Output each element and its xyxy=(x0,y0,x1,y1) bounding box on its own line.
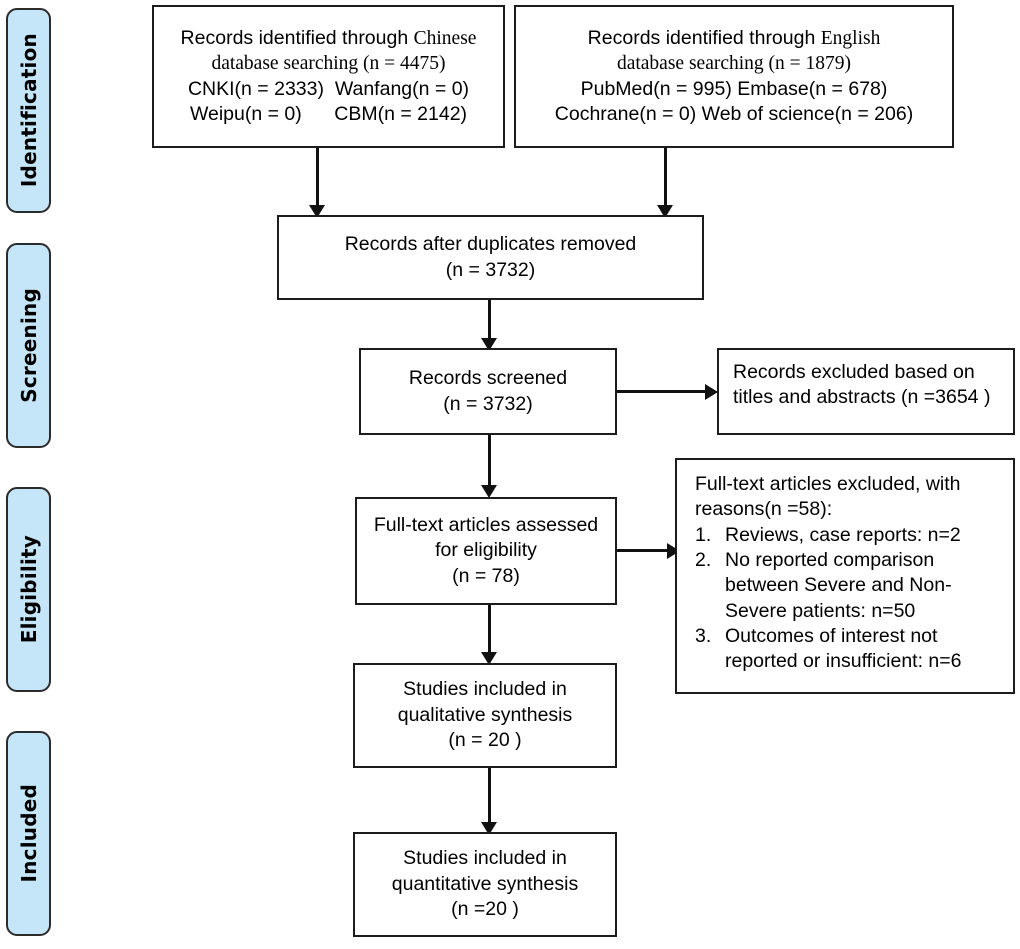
box-english-database-search: Records identified through English datab… xyxy=(514,5,954,148)
exclusion-reason-text: Outcomes of interest not reported or ins… xyxy=(725,625,962,673)
box-fulltext-excluded-reasons: Full-text articles excluded, with reason… xyxy=(675,458,1015,694)
qualitative-synthesis-line-1: Studies included in xyxy=(403,678,567,701)
box-chinese-database-search: Records identified through Chinese datab… xyxy=(152,5,505,148)
english-search-line-3: PubMed(n = 995) Embase(n = 678) xyxy=(580,77,888,100)
connector-fulltext-to-excluded xyxy=(617,549,672,552)
chinese-search-line-3: CNKI(n = 2333) Wanfang(n = 0) xyxy=(187,77,470,100)
connector-qualitative-to-quantitative xyxy=(488,768,491,830)
stage-pill-included: Included xyxy=(6,731,51,936)
duplicates-removed-line-1: Records after duplicates removed xyxy=(344,233,637,256)
exclusion-reason-number: 3. xyxy=(695,625,712,648)
connector-english-to-duplicates xyxy=(664,148,667,212)
stage-label-screening: Screening xyxy=(16,288,41,403)
arrowhead-english-to-duplicates xyxy=(657,205,673,218)
connector-screened-to-excluded xyxy=(617,390,710,393)
arrowhead-duplicates-to-screened xyxy=(481,338,497,351)
fulltext-assessed-line-1: Full-text articles assessed xyxy=(373,513,599,536)
arrowhead-screened-to-fulltext xyxy=(481,485,497,498)
english-search-line-4: Cochrane(n = 0) Web of science(n = 206) xyxy=(554,102,914,125)
box-fulltext-assessed: Full-text articles assessed for eligibil… xyxy=(355,497,617,605)
exclusion-reason-text: No reported comparison between Severe an… xyxy=(725,549,952,622)
exclusion-reason-text: Reviews, case reports: n=2 xyxy=(725,523,961,546)
arrowhead-screened-to-excluded xyxy=(705,384,718,400)
box-quantitative-synthesis: Studies included in quantitative synthes… xyxy=(353,832,617,937)
chinese-search-line-4: Weipu(n = 0) CBM(n = 2142) xyxy=(189,102,468,125)
english-search-line-1: Records identified through English xyxy=(587,26,881,49)
duplicates-removed-line-2: (n = 3732) xyxy=(445,258,536,281)
exclusion-reason-number: 1. xyxy=(695,523,712,546)
quantitative-synthesis-line-2: quantitative synthesis xyxy=(391,872,579,895)
exclusion-reason-item: 3. Outcomes of interest not reported or … xyxy=(695,624,1003,675)
stage-label-identification: Identification xyxy=(16,33,41,188)
exclusion-reason-item: 2. No reported comparison between Severe… xyxy=(695,548,1003,624)
stage-pill-eligibility: Eligibility xyxy=(6,487,51,692)
english-search-line-2: database searching (n = 1879) xyxy=(616,53,852,75)
qualitative-synthesis-line-3: (n = 20 ) xyxy=(448,729,522,752)
box-duplicates-removed: Records after duplicates removed (n = 37… xyxy=(277,215,704,300)
box-records-screened: Records screened (n = 3732) xyxy=(359,348,617,435)
records-excluded-line-1: Records excluded based on xyxy=(733,361,975,383)
connector-screened-to-fulltext xyxy=(488,435,491,493)
connector-chinese-to-duplicates xyxy=(316,148,319,212)
box-qualitative-synthesis: Studies included in qualitative synthesi… xyxy=(353,663,617,768)
stage-label-included: Included xyxy=(16,784,41,883)
fulltext-excluded-line-2: reasons(n =58): xyxy=(695,498,833,521)
fulltext-excluded-line-1: Full-text articles excluded, with xyxy=(695,473,961,495)
records-excluded-line-2: titles and abstracts (n =3654 ) xyxy=(733,386,991,409)
box-records-excluded: Records excluded based on titles and abs… xyxy=(717,348,1015,435)
records-screened-line-1: Records screened xyxy=(408,367,568,390)
chinese-search-line-2: database searching (n = 4475) xyxy=(211,53,446,75)
quantitative-synthesis-line-1: Studies included in xyxy=(403,847,567,870)
stage-pill-identification: Identification xyxy=(6,8,51,213)
fulltext-assessed-line-2: for eligibility xyxy=(435,539,537,562)
qualitative-synthesis-line-2: qualitative synthesis xyxy=(397,703,573,726)
exclusion-reason-item: 1. Reviews, case reports: n=2 xyxy=(695,523,961,548)
records-screened-line-2: (n = 3732) xyxy=(443,392,533,415)
exclusion-reason-number: 2. xyxy=(695,549,712,572)
stage-pill-screening: Screening xyxy=(6,243,51,448)
connector-duplicates-to-screened xyxy=(488,300,491,348)
fulltext-assessed-line-3: (n = 78) xyxy=(452,564,520,587)
chinese-search-line-1: Records identified through Chinese xyxy=(180,26,477,49)
arrowhead-qualitative-to-quantitative xyxy=(481,822,497,835)
stage-label-eligibility: Eligibility xyxy=(16,535,41,644)
quantitative-synthesis-line-3: (n =20 ) xyxy=(451,898,519,921)
connector-fulltext-to-qualitative xyxy=(488,605,491,660)
arrowhead-fulltext-to-qualitative xyxy=(481,652,497,665)
arrowhead-chinese-to-duplicates xyxy=(309,205,325,218)
